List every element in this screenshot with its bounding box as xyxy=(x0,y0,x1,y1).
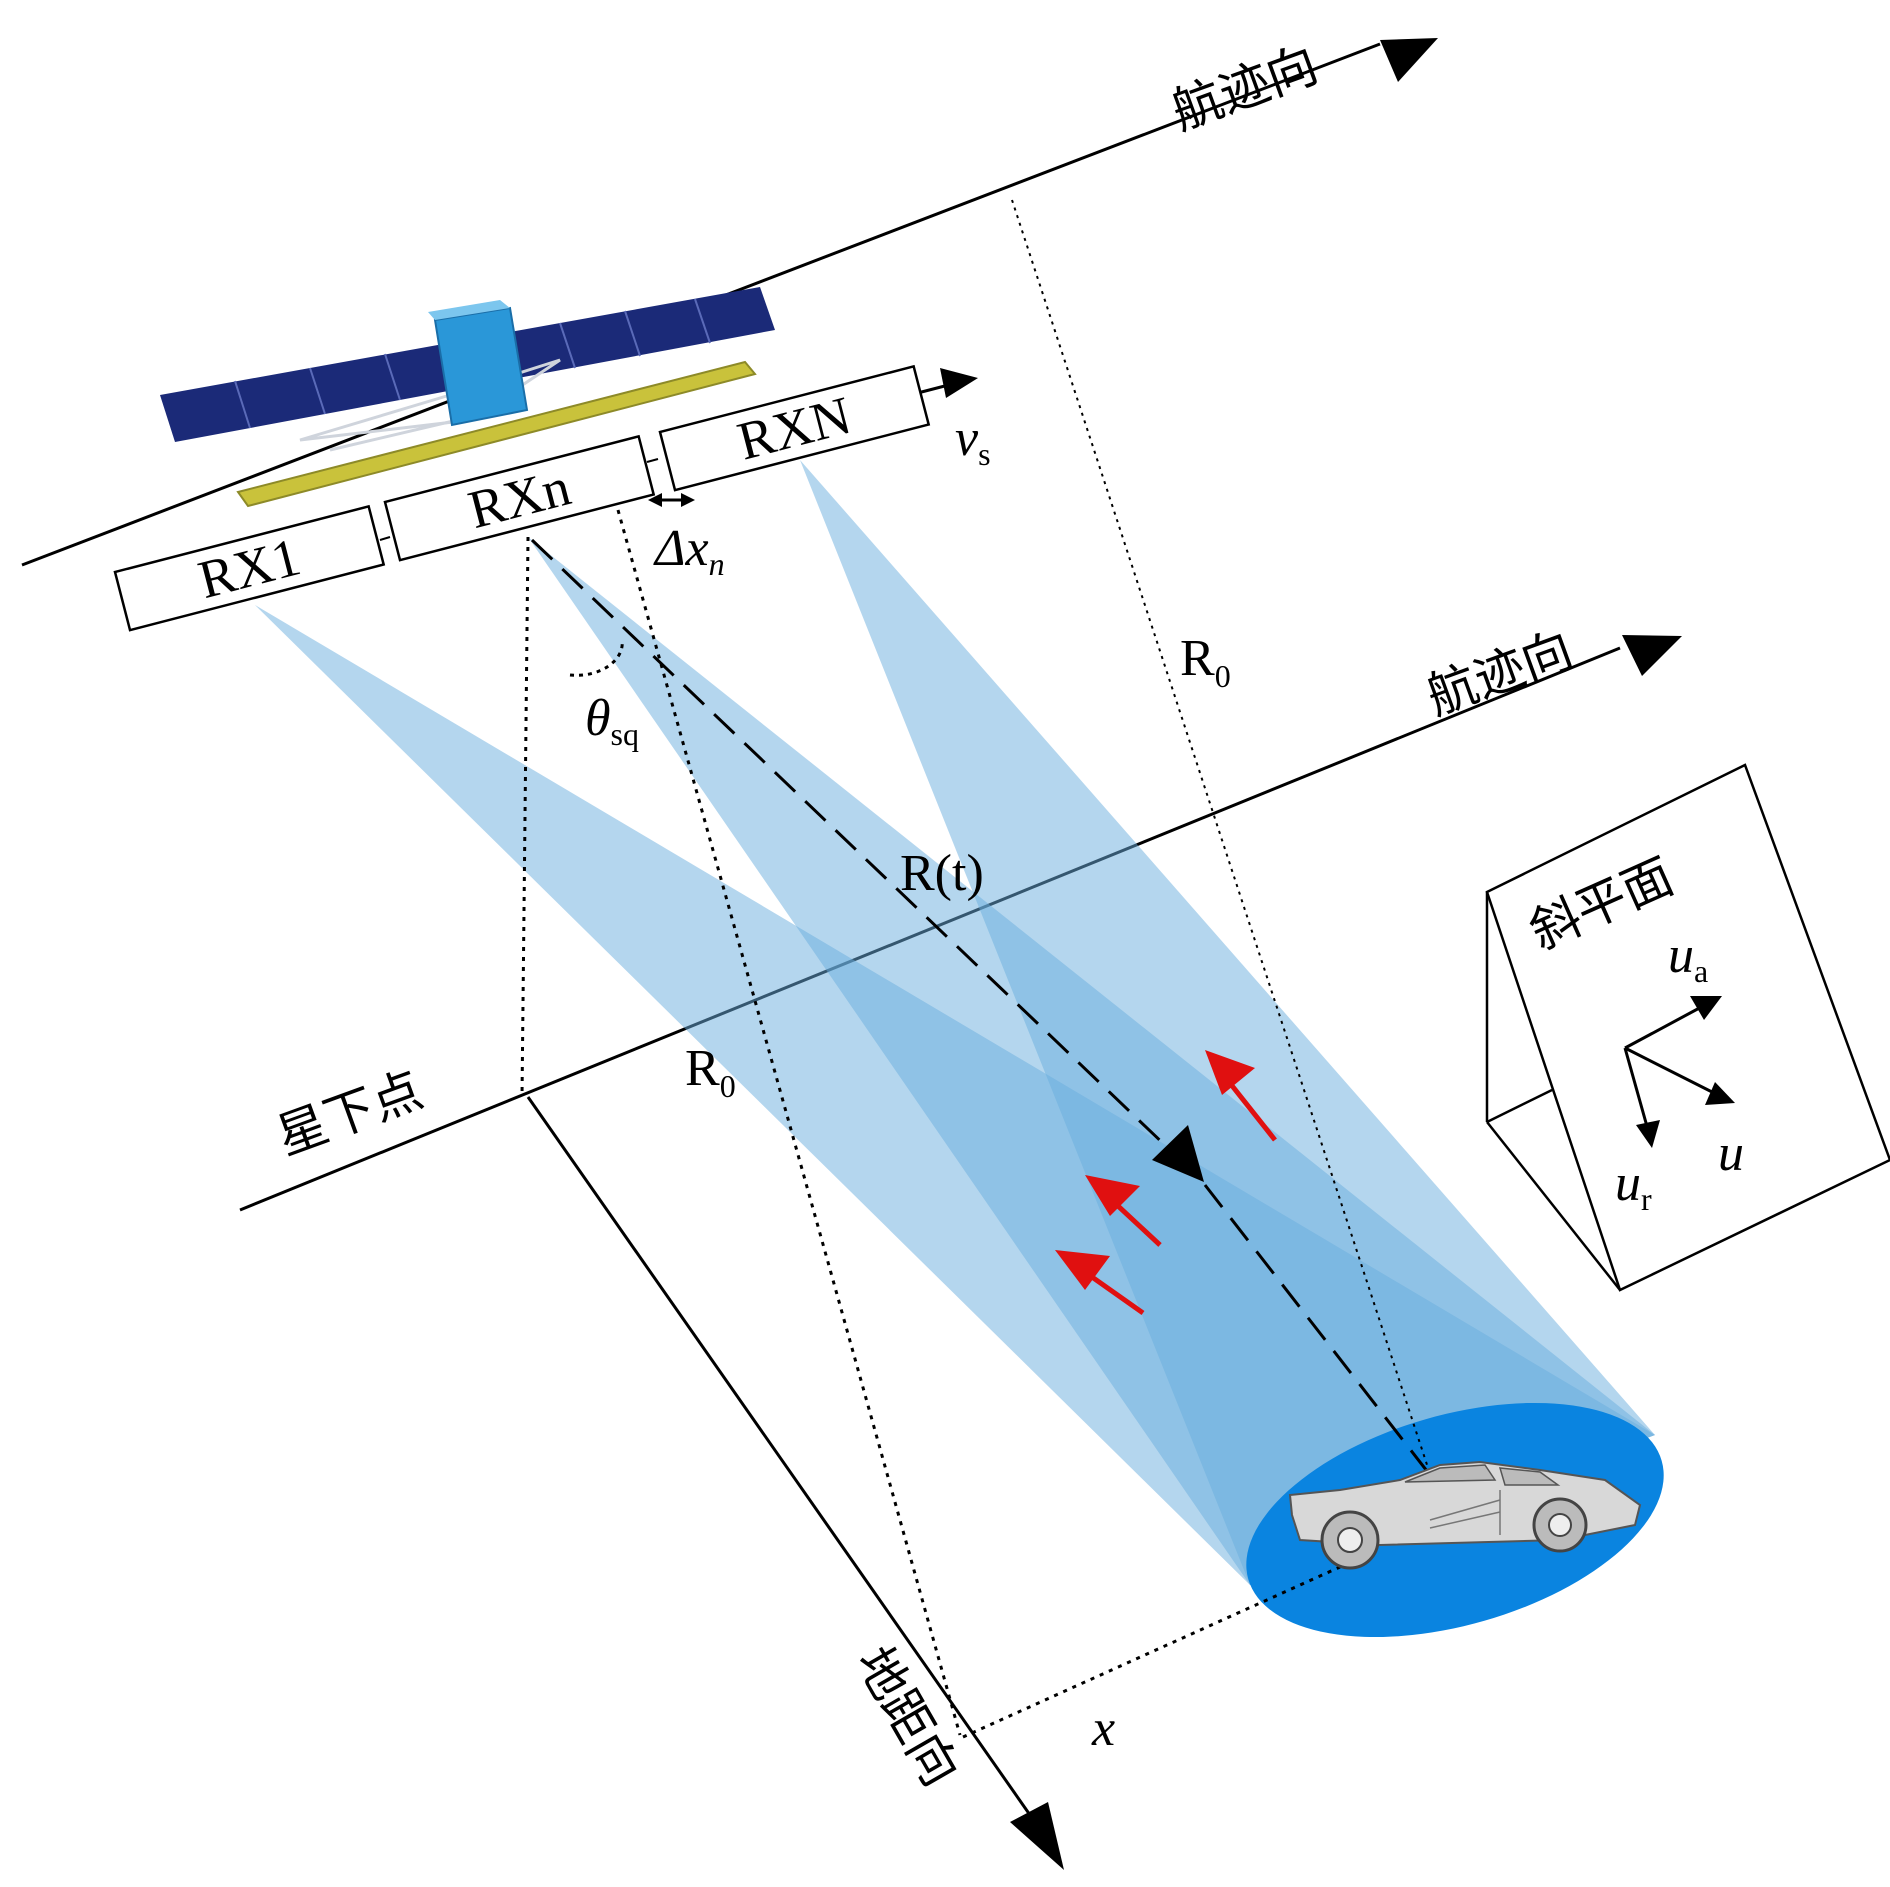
motion-arrow-2 xyxy=(1085,1175,1162,1247)
x-label: x xyxy=(1091,1700,1115,1757)
theta-label: θsq xyxy=(585,690,639,752)
r0-upper-label: R0 xyxy=(1180,630,1231,694)
ur-symbol: u xyxy=(1615,1155,1641,1212)
ua-label: ua xyxy=(1668,927,1708,989)
theta-symbol: θ xyxy=(585,690,611,747)
r0-lower-label: R0 xyxy=(685,1040,736,1104)
squint-angle-arc xyxy=(569,639,624,677)
delta-x-symbol: Δx xyxy=(653,520,709,577)
velocity-symbol: v xyxy=(955,410,979,467)
r0-lower-subscript: 0 xyxy=(720,1068,736,1104)
delta-x-subscript: n xyxy=(709,546,725,582)
ground-range-line xyxy=(526,1096,1064,1870)
u-label: u xyxy=(1718,1125,1744,1182)
motion-arrow-3 xyxy=(1055,1250,1145,1316)
track-dir-top-label: 航迹向 xyxy=(1164,35,1325,141)
receiver-rx1-label: RX1 xyxy=(192,526,306,610)
satellite-icon xyxy=(160,287,775,508)
r0-lower-symbol: R xyxy=(685,1040,720,1097)
r0-vertical-dotted xyxy=(1011,199,1433,1481)
receiver-rxN-label: RXN xyxy=(732,385,857,472)
motion-arrow-1 xyxy=(1205,1050,1277,1142)
velocity-subscript: s xyxy=(978,436,990,472)
r0-upper-symbol: R xyxy=(1180,630,1215,687)
slant-plane-box xyxy=(1485,763,1890,1292)
nadir-point-label: 星下点 xyxy=(269,1060,430,1166)
receiver-rxn-label: RXn xyxy=(462,456,576,540)
beam-rxN xyxy=(800,460,1655,1585)
connector-1-n xyxy=(379,536,391,541)
r0-upper-subscript: 0 xyxy=(1215,658,1231,694)
range-t-label: R(t) xyxy=(900,845,984,902)
receiver-rx1: RX1 xyxy=(113,504,386,632)
ur-subscript: r xyxy=(1641,1181,1652,1217)
delta-x-label: Δxn xyxy=(653,520,725,582)
velocity-label: vs xyxy=(955,410,991,472)
ua-symbol: u xyxy=(1668,927,1694,984)
delta-x-arrow xyxy=(648,493,695,507)
coordinate-axes xyxy=(1623,996,1735,1148)
ur-label: ur xyxy=(1615,1155,1652,1217)
theta-subscript: sq xyxy=(611,716,639,752)
x-offset-dotted xyxy=(962,1565,1341,1739)
slant-range-line xyxy=(530,538,1432,1476)
ground-range-dir-label: 地距向 xyxy=(845,1637,970,1796)
nadir-vertical-dotted xyxy=(520,536,530,1098)
track-dir-mid-label: 航迹向 xyxy=(1419,620,1580,726)
ua-subscript: a xyxy=(1694,953,1708,989)
squint-reference-dotted xyxy=(616,509,962,1736)
connector-n-N xyxy=(646,458,659,463)
car-icon xyxy=(1288,1460,1642,1570)
